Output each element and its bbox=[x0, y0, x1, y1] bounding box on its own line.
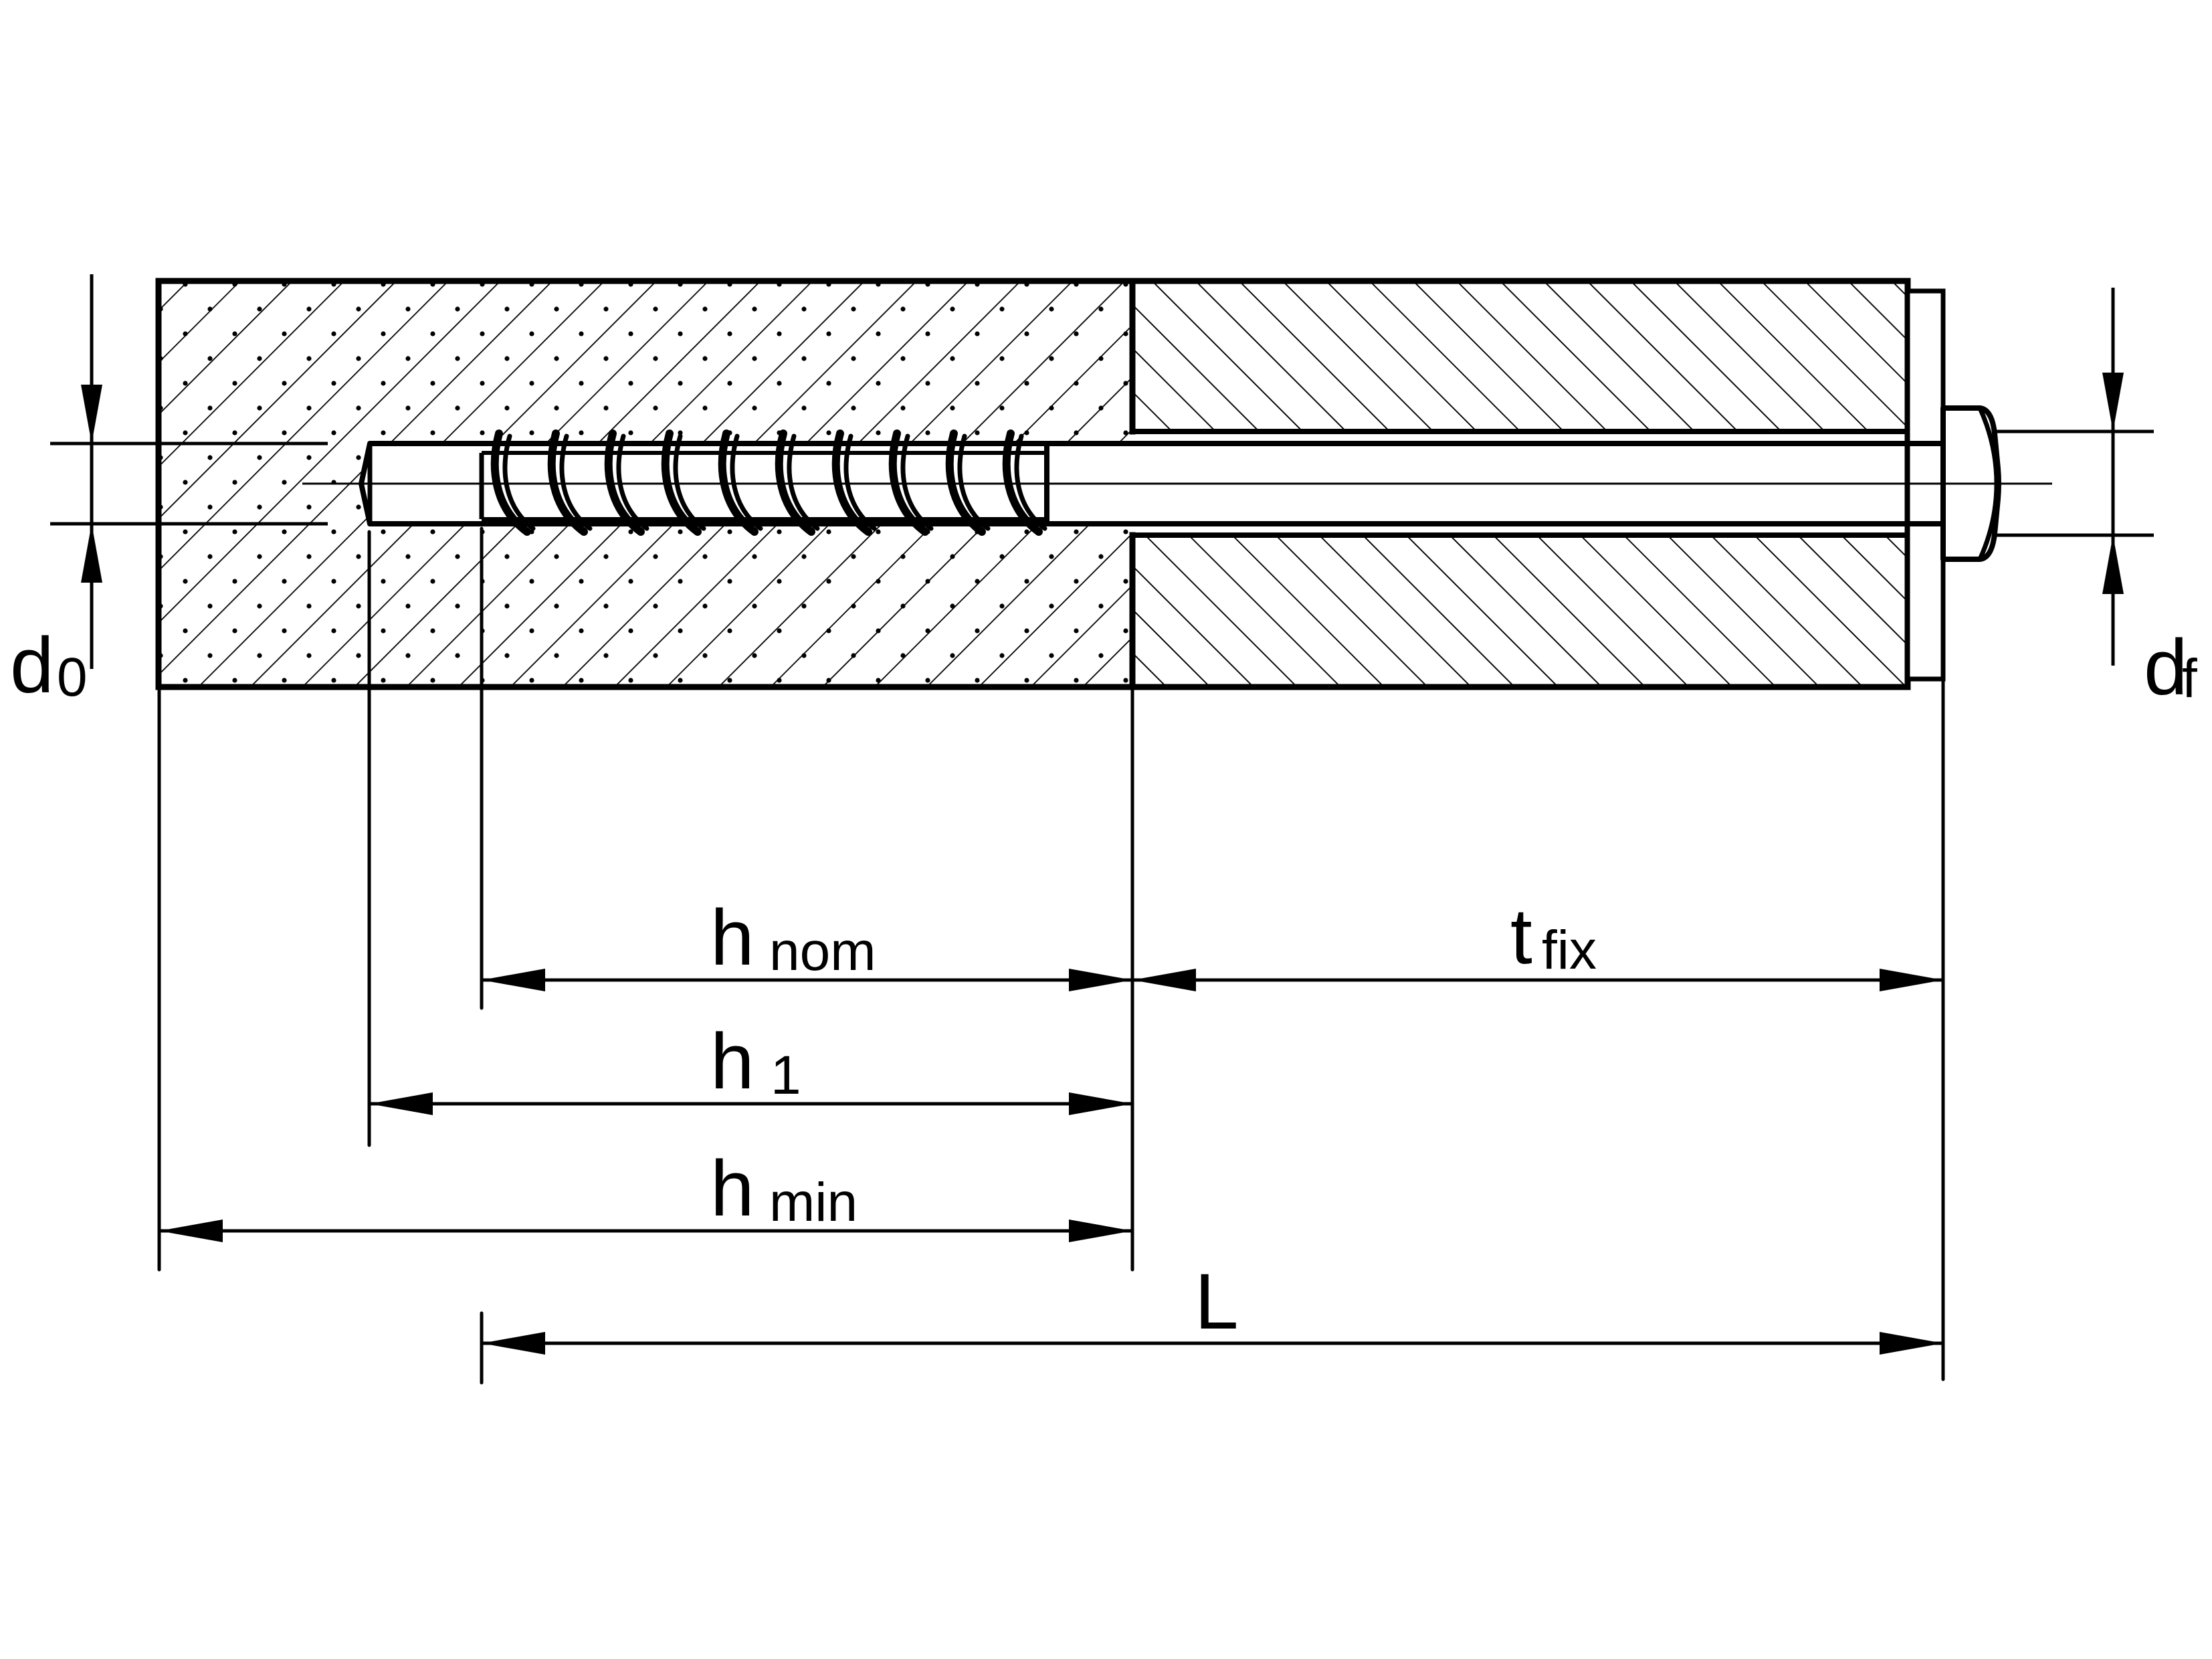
dimension-h-min: h min bbox=[159, 1145, 1132, 1242]
label-L: L bbox=[1195, 1258, 1239, 1346]
label-h-1-main: h bbox=[710, 1017, 755, 1106]
arrow-left-icon bbox=[482, 1332, 545, 1355]
label-df-main: d bbox=[2144, 623, 2188, 712]
washer bbox=[1905, 288, 1946, 682]
label-df: d f bbox=[2144, 623, 2197, 712]
dimension-L: L bbox=[482, 1258, 1943, 1355]
label-L-main: L bbox=[1195, 1258, 1239, 1346]
label-h-1: h 1 bbox=[710, 1017, 801, 1106]
arrow-right-icon bbox=[1880, 1332, 1943, 1355]
arrow-left-icon bbox=[482, 969, 545, 991]
label-h-nom-main: h bbox=[710, 894, 755, 982]
arrow-right-icon bbox=[1069, 1092, 1132, 1115]
label-h-1-sub: 1 bbox=[771, 1045, 801, 1106]
label-d0-main: d bbox=[10, 621, 54, 710]
label-h-min-sub: min bbox=[769, 1172, 858, 1233]
screw-shank bbox=[1908, 441, 1943, 526]
arrow-up-icon bbox=[81, 524, 102, 583]
label-df-sub: f bbox=[2182, 648, 2197, 709]
dimension-df: d f bbox=[1995, 288, 2197, 712]
dimension-d0: d 0 bbox=[10, 274, 328, 710]
label-t-fix-main: t bbox=[1510, 892, 1532, 981]
label-h-min-main: h bbox=[710, 1145, 755, 1233]
label-t-fix-sub: fix bbox=[1542, 920, 1597, 981]
arrow-right-icon bbox=[1880, 969, 1943, 991]
arrow-left-icon bbox=[159, 1219, 223, 1242]
dimension-t-fix: t fix bbox=[1132, 892, 1943, 991]
arrow-right-icon bbox=[1069, 969, 1132, 991]
label-h-nom-sub: nom bbox=[769, 921, 876, 982]
label-t-fix: t fix bbox=[1510, 892, 1597, 981]
arrow-left-icon bbox=[1132, 969, 1196, 991]
label-d0: d 0 bbox=[10, 621, 88, 710]
arrow-up-icon bbox=[2102, 535, 2124, 594]
arrow-down-icon bbox=[2102, 373, 2124, 431]
label-d0-sub: 0 bbox=[57, 647, 88, 708]
dimension-h-1: h 1 bbox=[369, 1017, 1132, 1115]
arrow-down-icon bbox=[81, 385, 102, 444]
dimension-h-nom: h nom bbox=[482, 894, 1132, 991]
arrow-right-icon bbox=[1069, 1219, 1132, 1242]
label-h-nom: h nom bbox=[710, 894, 876, 982]
arrow-left-icon bbox=[369, 1092, 433, 1115]
screw-thread bbox=[479, 429, 1049, 536]
label-h-min: h min bbox=[710, 1145, 858, 1233]
